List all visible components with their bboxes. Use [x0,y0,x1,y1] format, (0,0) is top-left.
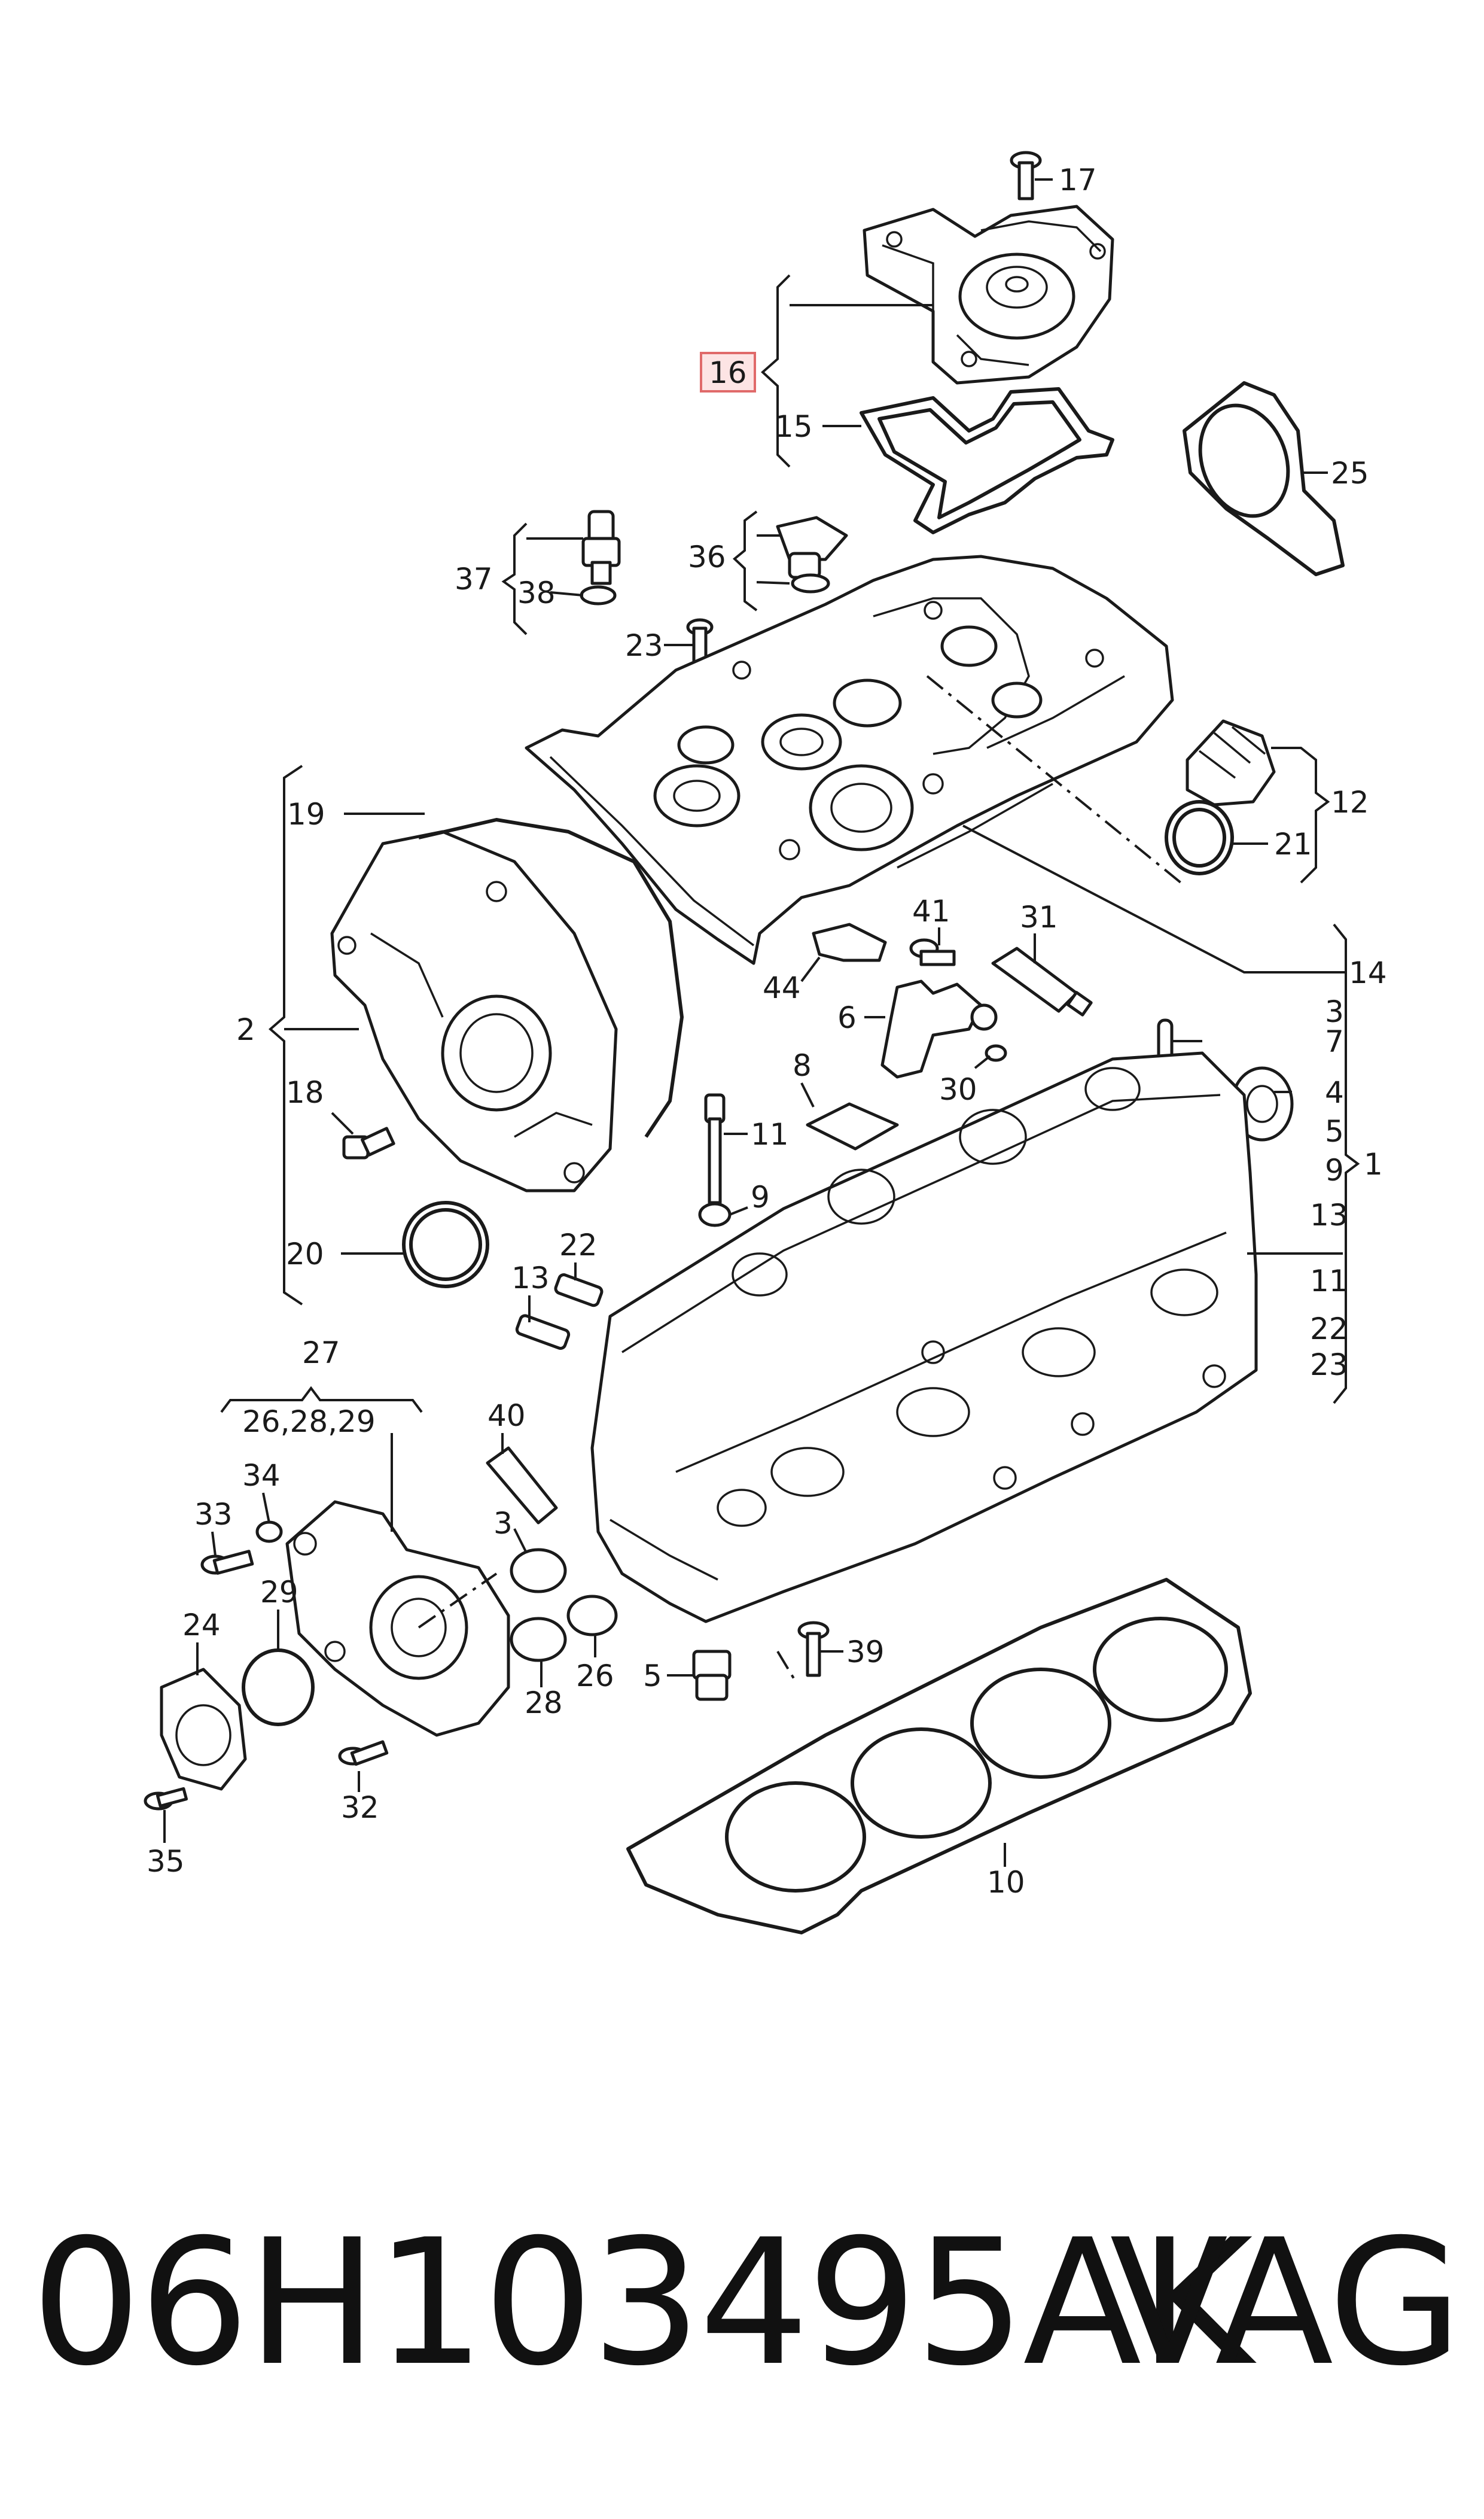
callout-13a: 13 [1310,1198,1348,1233]
hall-sender-6 [880,979,998,1079]
callout-33: 33 [194,1497,233,1532]
cap-36 [776,516,848,594]
flange-24 [160,1668,247,1791]
sealing-cap-3 [510,1548,567,1593]
callout-32: 32 [341,1790,379,1825]
axis-line-oil-cap [926,675,1186,887]
callout-34: 34 [242,1458,281,1493]
callout-22a: 22 [559,1228,598,1262]
bolt-39 [797,1621,830,1677]
callout-3a: 3 [1325,994,1344,1029]
callout-13b: 13 [511,1261,550,1295]
callout-35: 35 [147,1844,185,1879]
clip-44 [812,923,887,962]
callout-11a: 11 [751,1117,789,1152]
callout-21: 21 [1274,827,1312,862]
stud-13 [515,1314,571,1350]
oil-filler-cap-12 [1165,719,1276,875]
washer-30 [985,1044,1007,1062]
callout-37: 37 [455,562,493,597]
bolt-33 [200,1550,254,1575]
callout-40: 40 [487,1398,526,1433]
sealing-cap-28 [510,1617,567,1662]
callout-23: 23 [625,628,663,663]
callout-25: 25 [1331,456,1369,491]
callout-36: 36 [688,540,726,574]
callout-29: 29 [260,1575,298,1610]
cylinder-head-cover [525,555,1174,965]
callout-28: 28 [525,1686,563,1720]
callout-18: 18 [286,1075,324,1110]
gasket-19 [418,818,684,1138]
callout-10: 10 [987,1865,1025,1900]
callout-9b: 9 [751,1180,770,1215]
part-number: 06H103495AK [31,2202,1253,2404]
o-ring-29 [242,1648,315,1726]
timing-cover [330,830,618,1192]
head-gasket [626,1578,1252,1934]
callout-11b: 11 [1310,1264,1348,1298]
gasket-15 [860,387,1114,534]
callout-24: 24 [182,1608,221,1642]
bolt-18 [342,1127,395,1160]
breather-valve-37 [580,510,621,606]
callout-6: 6 [837,1000,857,1035]
washer-9 [698,1202,732,1227]
callout-44: 44 [763,971,801,1005]
sealant-tube-31 [991,947,1093,1017]
callout-27: 27 [302,1335,340,1370]
bolt-41 [909,938,956,966]
callout-17: 17 [1059,163,1097,197]
sealing-cap-26 [566,1595,618,1636]
callout-9a: 9 [1325,1153,1344,1188]
brand-name: VAG [1110,2202,1462,2404]
bushing-5 [692,1650,732,1701]
oil-separator-assembly [863,205,1114,385]
callout-1: 1 [1364,1147,1383,1182]
callout-8: 8 [793,1048,812,1083]
bolt-11 [704,1093,726,1204]
bolt-17 [1010,151,1042,200]
callout-14: 14 [1349,956,1387,990]
callout-26-28-29: 26,28,29 [242,1404,376,1439]
cylinder-head [590,1051,1258,1623]
callout-38: 38 [517,576,556,610]
callout-15: 15 [775,409,813,444]
pump-housing-27 [285,1500,510,1737]
callout-30: 30 [939,1072,977,1107]
gasket-25 [1183,381,1345,576]
callout-12: 12 [1331,785,1369,820]
callout-7: 7 [1325,1024,1344,1059]
callout-2: 2 [236,1012,255,1047]
callout-23b: 23 [1310,1347,1348,1382]
plate-8 [806,1102,899,1151]
callout-16[interactable]: 16 [709,355,747,390]
callout-20: 20 [286,1237,324,1271]
callout-16-highlight-box [700,352,756,393]
o-ring-20 [402,1201,489,1288]
callout-41: 41 [912,894,950,929]
callout-3b: 3 [493,1506,513,1541]
bolt-35 [144,1787,188,1811]
callout-26: 26 [576,1659,614,1693]
axis-line-pump [418,1572,498,1629]
callout-4: 4 [1325,1075,1344,1110]
stud-22 [554,1273,604,1307]
leader-lines [163,178,1360,1867]
callout-labels: 17 16 15 25 37 38 36 23 12 21 19 41 31 1… [147,163,1387,1900]
washer-34 [255,1520,283,1543]
callout-39: 39 [846,1635,885,1669]
callout-5a: 5 [1325,1114,1344,1149]
axis-line-sealing-cap [776,1650,797,1683]
callout-19: 19 [287,797,325,832]
bolt-32 [338,1740,389,1766]
callout-5b: 5 [643,1659,662,1693]
callout-22b: 22 [1310,1312,1348,1346]
callout-31: 31 [1020,900,1058,935]
